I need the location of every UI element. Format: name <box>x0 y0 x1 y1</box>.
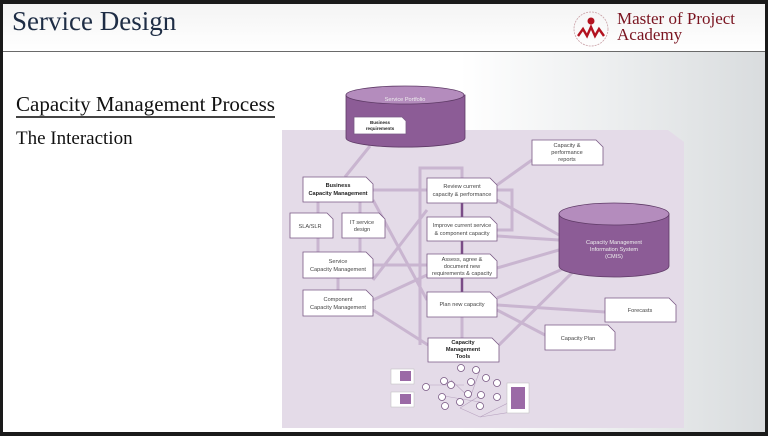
capacity-plan-box: Capacity Plan <box>544 324 616 351</box>
cmis-label: Capacity Management <box>586 240 642 246</box>
logo-text: Master of Project Academy <box>617 9 736 44</box>
box-label: Capacity Management <box>310 267 366 273</box>
capacity-management-diagram: Service Portfolio Business requirements … <box>282 85 684 428</box>
network-illustration <box>390 364 530 418</box>
forecasts-box: Forecasts <box>604 297 677 323</box>
box-label: Capacity Management <box>308 191 367 197</box>
box-label: Capacity Management <box>310 305 366 311</box>
box-label: Review current <box>443 184 481 190</box>
business-cm-box: Business Capacity Management <box>302 176 374 203</box>
logo-line-2: Academy <box>617 25 683 44</box>
slide-title: Service Design <box>12 6 177 36</box>
box-label: Plan new capacity <box>439 302 484 308</box>
service-portfolio-cylinder: Service Portfolio Business requirements <box>345 85 466 148</box>
sla-slr-box: SLA/SLR <box>289 212 334 239</box>
section-heading: Capacity Management Process <box>16 92 275 118</box>
business-requirements-label: requirements <box>366 126 395 131</box>
box-label: Capacity <box>451 340 475 346</box>
tools-box: Capacity Management Tools <box>427 337 500 363</box>
plan-box: Plan new capacity <box>426 291 498 318</box>
box-label: document new <box>444 264 481 270</box>
logo: Master of Project Academy <box>573 9 763 49</box>
section-subheading: The Interaction <box>16 128 133 149</box>
box-label: reports <box>558 157 576 163</box>
box-label: Forecasts <box>628 308 653 314</box>
slide-header: Service Design Master of Project Academy <box>3 4 765 52</box>
box-label: Management <box>446 347 480 353</box>
box-label: SLA/SLR <box>298 224 321 230</box>
box-label: capacity & performance <box>433 192 492 198</box>
improve-box: Improve current service & component capa… <box>426 216 498 242</box>
box-label: Capacity & <box>553 143 580 149</box>
review-box: Review current capacity & performance <box>426 177 498 204</box>
box-label: requirements & capacity <box>432 271 492 277</box>
box-label: & component capacity <box>434 231 489 237</box>
slide: Service Design Master of Project Academy… <box>3 4 765 432</box>
service-cm-box: Service Capacity Management <box>302 251 374 279</box>
cmis-cylinder: Capacity Management Information System (… <box>558 202 670 278</box>
box-label: Tools <box>456 354 471 360</box>
logo-icon <box>573 11 609 47</box>
business-requirements-label: Business <box>370 120 391 125</box>
diagram-background <box>282 130 684 428</box>
connector-arrows <box>316 145 606 347</box>
box-label: Improve current service <box>433 223 491 229</box>
assess-box: Assess, agree & document new requirement… <box>426 253 498 279</box>
it-service-design-box: IT service design <box>341 212 386 239</box>
reports-box: Capacity & performance reports <box>531 139 604 166</box>
cmis-label: (CMIS) <box>605 254 623 260</box>
logo-line-1: Master of Project <box>617 9 736 28</box>
box-label: IT service <box>350 220 374 226</box>
box-label: Business <box>326 183 351 189</box>
box-label: Component <box>324 297 353 303</box>
box-label: Capacity Plan <box>561 336 596 342</box>
box-label: performance <box>551 150 582 156</box>
box-label: design <box>354 227 370 233</box>
cmis-label: Information System <box>590 247 639 253</box>
box-label: Service <box>329 259 348 265</box>
component-cm-box: Component Capacity Management <box>302 289 374 317</box>
service-portfolio-label: Service Portfolio <box>385 97 426 103</box>
box-label: Assess, agree & <box>442 257 483 263</box>
